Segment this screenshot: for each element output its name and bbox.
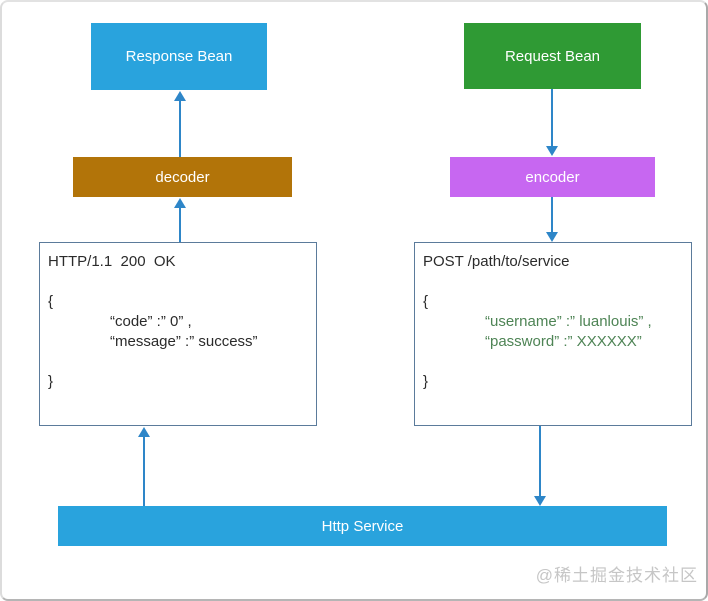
encoder-label: encoder [525,168,580,186]
close-brace: } [423,373,429,390]
arrow-http-service-to-response-message [138,427,150,506]
close-brace: } [48,373,54,390]
response-bean-label: Response Bean [125,48,233,65]
arrow-line [551,89,553,148]
blank-line [423,352,681,372]
http-service-box: Http Service [58,506,667,546]
http-response-message-box: HTTP/1.1 200 OK { “code” :” 0” , “messag… [39,242,317,426]
arrow-down-icon [546,146,558,156]
arrow-line [539,426,541,498]
arrow-line [179,206,181,242]
arrow-request-message-to-http-service [534,426,546,506]
open-brace: { [423,293,429,310]
request-body-line: “password” :” XXXXXX” [485,333,642,350]
arrow-encoder-to-request-message [546,197,558,242]
decoder-box: decoder [73,157,292,197]
request-body-line: “username” :” luanlouis” , [485,313,652,330]
arrow-up-icon [138,427,150,437]
request-line: POST /path/to/service [423,253,570,270]
arrow-line [551,197,553,234]
arrow-line [143,435,145,506]
arrow-response-message-to-decoder [174,198,186,242]
response-bean-box: Response Bean [91,23,267,90]
arrow-line [179,99,181,157]
http-request-message-box: POST /path/to/service { “username” :” lu… [414,242,692,426]
blank-line [423,272,681,292]
arrow-decoder-to-response-bean [174,91,186,157]
decoder-label: decoder [155,168,210,186]
response-body-line: “message” :” success” [110,333,258,350]
blank-line [48,272,306,292]
arrow-down-icon [546,232,558,242]
encoder-box: encoder [450,157,655,197]
arrow-request-bean-to-encoder [546,89,558,156]
request-bean-box: Request Bean [464,23,641,89]
arrow-up-icon [174,198,186,208]
arrow-up-icon [174,91,186,101]
watermark: @稀土掘金技术社区 [535,566,698,585]
response-status-line: HTTP/1.1 200 OK [48,253,176,270]
response-body-line: “code” :” 0” , [110,313,192,330]
open-brace: { [48,293,54,310]
http-service-label: Http Service [321,517,404,535]
request-bean-label: Request Bean [504,47,601,65]
blank-line [48,352,306,372]
arrow-down-icon [534,496,546,506]
